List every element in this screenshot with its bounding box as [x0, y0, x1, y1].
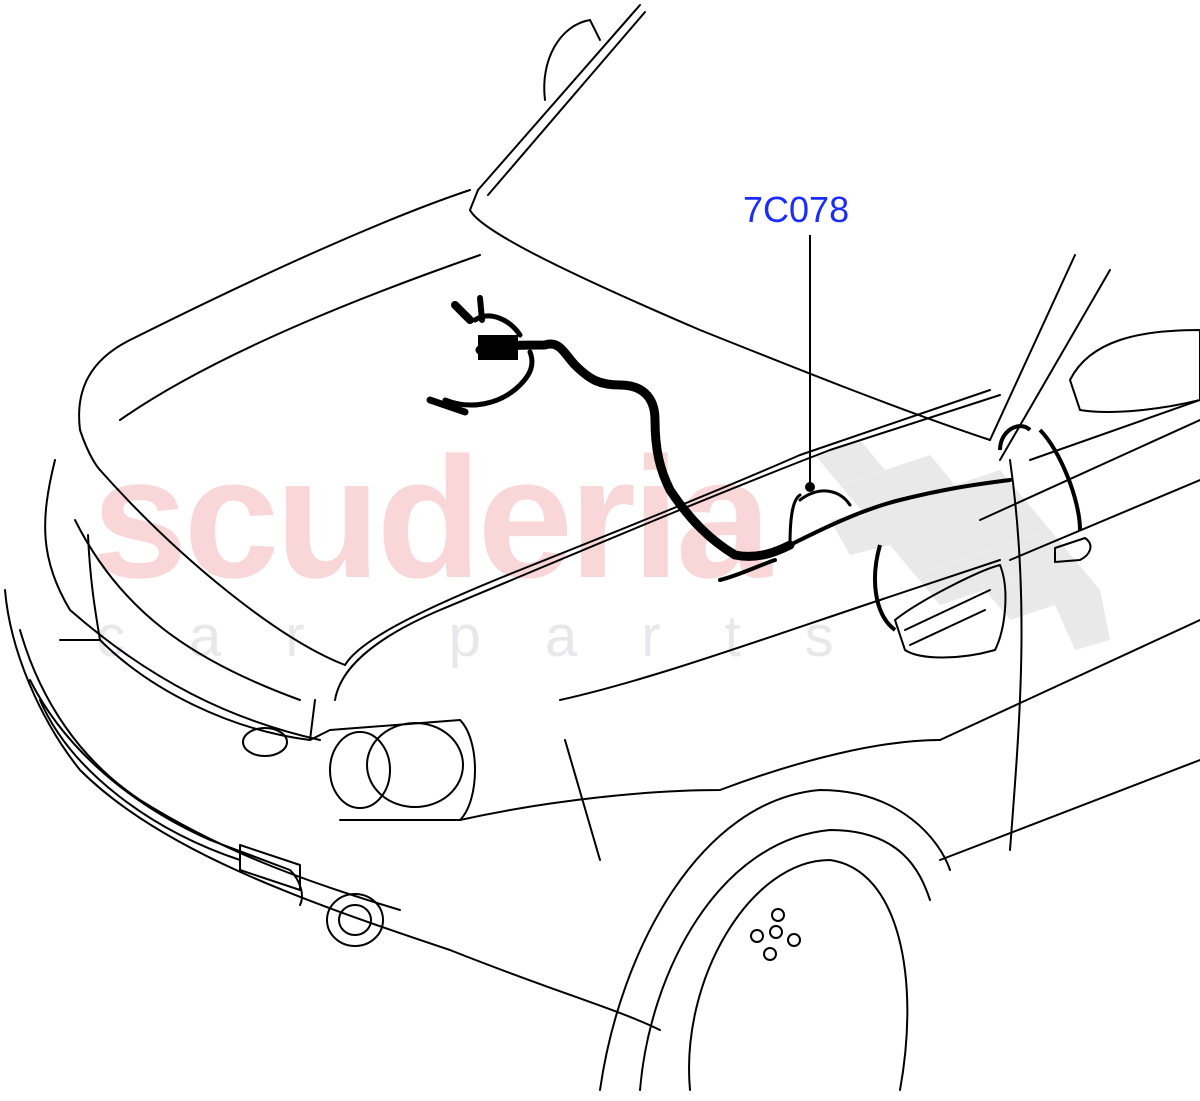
callout-leader-7C078	[805, 235, 815, 492]
car-body-outline	[4, 4, 1200, 1091]
harness-connector-block	[478, 335, 518, 360]
part-callout-label[interactable]: 7C078	[743, 189, 850, 230]
wiring-harness	[426, 295, 1012, 582]
fender-seal-line	[873, 424, 1082, 632]
checkered-flag-icon	[815, 440, 1110, 650]
